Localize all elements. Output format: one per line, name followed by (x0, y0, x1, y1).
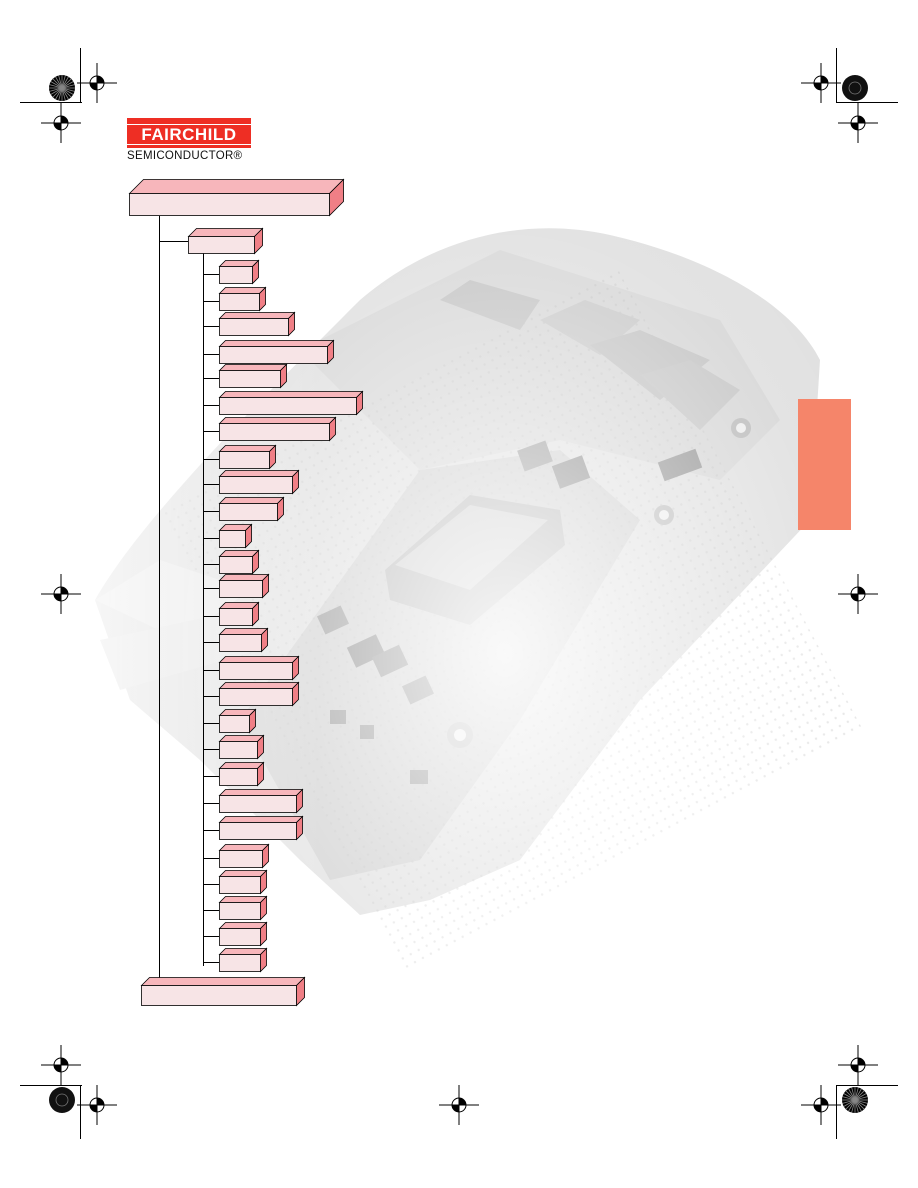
registration-target-icon (41, 574, 81, 614)
tree-branch-line (203, 253, 204, 966)
tree-item-box (218, 681, 300, 707)
tree-branch-tick (203, 564, 219, 565)
tree-branch-tick (203, 405, 219, 406)
tree-item-box (218, 734, 265, 760)
tree-branch-tick (203, 538, 219, 539)
section-tab (798, 399, 851, 530)
tree-branch-tick (203, 803, 219, 804)
crop-mark-line (20, 102, 82, 103)
crop-mark-line (20, 1085, 82, 1086)
tree-item-box (218, 761, 265, 787)
logo-bar-bottom (127, 145, 251, 148)
tree-item-box (218, 627, 269, 653)
tree-branch-tick (203, 616, 219, 617)
tree-item-box (218, 788, 304, 814)
tree-item-box (218, 601, 260, 627)
tree-branch-tick (203, 962, 219, 963)
logo-wordmark: FAIRCHILD (127, 125, 251, 144)
root-box (128, 178, 345, 217)
tree-branch-tick (203, 884, 219, 885)
tree-branch-tick (203, 326, 219, 327)
tree-item-box (218, 573, 270, 599)
tree-trunk-line (159, 216, 160, 986)
tree-branch-tick (203, 696, 219, 697)
tree-item-box (218, 469, 300, 495)
registration-target-icon (41, 1045, 81, 1085)
tree-branch-tick (203, 354, 219, 355)
tree-branch-tick (203, 484, 219, 485)
tree-branch-tick (203, 670, 219, 671)
tree-item-box (218, 416, 337, 442)
tree-branch-tick (203, 858, 219, 859)
tree-branch-tick (203, 378, 219, 379)
tree-branch-tick (203, 910, 219, 911)
tree-branch-tick (203, 431, 219, 432)
registration-target-icon (838, 574, 878, 614)
tree-branch-tick (203, 936, 219, 937)
registration-target-icon (77, 63, 117, 103)
tree-branch-tick (203, 274, 219, 275)
tree-branch-tick (203, 511, 219, 512)
tree-branch-tick (203, 642, 219, 643)
tree-item-box (218, 390, 364, 416)
tree-item-box (218, 444, 277, 470)
tree-connector-section (159, 241, 188, 242)
tree-item-box (218, 496, 285, 522)
tree-item-box (218, 947, 268, 973)
tree-item-box (218, 843, 270, 869)
tree-branch-tick (203, 776, 219, 777)
tree-item-box (218, 549, 260, 575)
tree-branch-tick (203, 459, 219, 460)
tree-item-box (218, 708, 257, 734)
color-target-icon (49, 1087, 75, 1113)
crop-mark-line (836, 1085, 898, 1086)
tree-item-box (218, 259, 260, 285)
tree-item-box (218, 921, 268, 947)
logo-subtitle: SEMICONDUCTOR® (127, 150, 243, 162)
tree-branch-tick (203, 830, 219, 831)
registration-target-icon (838, 1045, 878, 1085)
registration-target-icon (801, 1085, 841, 1125)
registration-target-icon (77, 1085, 117, 1125)
registration-target-icon (439, 1085, 479, 1125)
footer-box (140, 976, 306, 1007)
tree-item-box (218, 363, 288, 389)
crop-mark-line (80, 1085, 81, 1139)
tree-item-box (218, 815, 304, 841)
fairchild-logo: FAIRCHILD SEMICONDUCTOR® (127, 118, 252, 164)
tree-branch-tick (203, 588, 219, 589)
tree-branch-tick (203, 749, 219, 750)
registration-target-icon (41, 103, 81, 143)
tree-item-box (218, 869, 268, 895)
tree-item-box (218, 523, 253, 549)
tree-item-box (218, 895, 268, 921)
color-target-icon (842, 75, 868, 101)
crop-mark-line (836, 102, 898, 103)
registration-target-icon (801, 63, 841, 103)
tree-item-box (218, 339, 335, 365)
crop-mark-line (836, 1085, 837, 1139)
logo-bar-top (127, 118, 251, 124)
tree-item-box (218, 311, 296, 337)
tree-item-box (218, 655, 300, 681)
crop-mark-line (836, 48, 837, 102)
tree-branch-tick (203, 301, 219, 302)
color-target-icon (49, 75, 75, 101)
tree-item-box (218, 286, 267, 312)
registration-target-icon (838, 103, 878, 143)
section-box (187, 227, 264, 255)
tree-branch-tick (203, 723, 219, 724)
crop-mark-line (80, 48, 81, 102)
color-target-icon (842, 1087, 868, 1113)
